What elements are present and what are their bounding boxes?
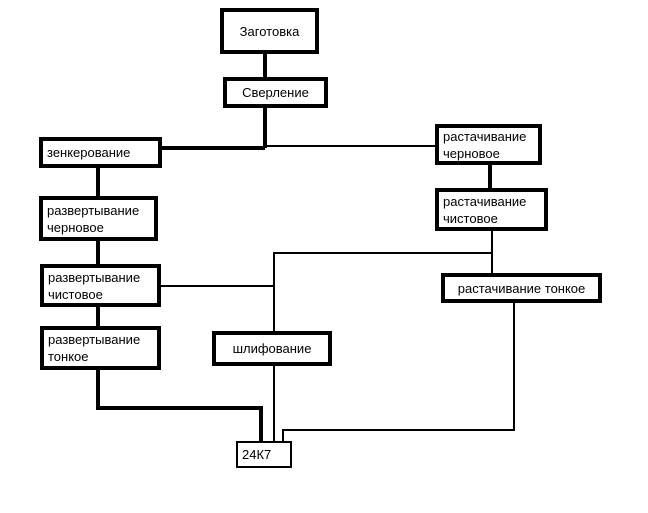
node-sverlenie: Сверление [223, 77, 328, 108]
node-zagotovka: Заготовка [220, 8, 319, 54]
node-rast-tonkoe: растачивание тонкое [441, 273, 602, 303]
node-razv-tonkoe: развертывание тонкое [40, 326, 161, 370]
node-rast-chistovoe: растачивание чистовое [435, 188, 548, 231]
node-shlifovanie: шлифование [212, 331, 332, 366]
connector-razv-tonkoe-machine [96, 369, 263, 442]
node-machine-24k7: 24К7 [236, 441, 292, 468]
node-razv-chistovoe: развертывание чистовое [40, 264, 161, 307]
node-rast-chernovoe: растачивание черновое [435, 124, 542, 165]
connector-rast-tonkoe-machine [282, 301, 515, 442]
node-razv-chernovoe: развертывание черновое [39, 196, 158, 241]
node-zenkerovanie: зенкерование [39, 137, 162, 168]
